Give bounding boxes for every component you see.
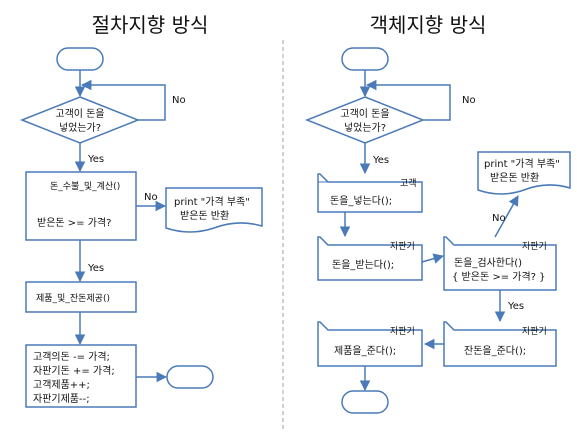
update-line3: 고객제품++; [33,379,90,391]
process-give-product [25,281,137,313]
procedural-flowchart: No 고객이 돈을 넣었는가? Yes 돈_수불_및_계산() 받은돈 >= 가… [19,47,263,408]
loop-arrow [365,79,451,121]
object-oriented-flowchart: No 고객이 돈을 넣었는가? Yes 고객 돈을_넣는다(); 자판기 돈을_… [304,47,571,414]
arrow [421,253,445,264]
process-count-compare [25,171,137,241]
decision-text-line2: 넣었는가? [344,122,386,134]
update-line2: 자판기돈 += 가격; [33,364,115,377]
machine-receive-card [317,236,423,281]
no-label-1: No [462,95,476,106]
process-count-text: 돈_수불_및_계산() [50,180,120,192]
machine-tag-change: 자판기 [522,326,547,337]
machine-check-line2: { 받은돈 >= 가격? } [452,270,546,283]
yes-label-2: Yes [87,263,104,274]
doc-text-line2: 받은돈 반환 [180,210,229,222]
loop-arrow [80,79,166,121]
start-terminator [56,47,104,71]
update-line1: 고객의돈 -= 가격; [33,350,110,363]
machine-product-card [317,321,423,367]
process-give-text: 제품_및_잔돈제공() [36,292,110,304]
machine-tag-check: 자판기 [522,241,547,252]
title-object-oriented: 객체지향 방식 [370,13,487,37]
doc-text-line2: 받은돈 반환 [490,172,539,184]
machine-change-card [443,321,557,367]
customer-object-card [317,173,423,213]
customer-tag: 고객 [400,178,417,189]
yes-label-2: Yes [507,301,524,312]
customer-action: 돈을_넣는다(); [330,195,392,207]
doc-text-line1: print "가격 부족" [174,195,250,208]
doc-text-line1: print "가격 부족" [484,157,560,170]
decision-money-inserted [304,96,426,144]
yes-label-1: Yes [87,154,104,165]
machine-tag-receive: 자판기 [390,241,415,252]
update-line4: 자판기제품--; [33,393,90,405]
decision-money-inserted [19,96,141,144]
process-compare-text: 받은돈 >= 가격? [37,216,111,229]
document-print-shortage [165,187,263,233]
process-update-state [25,344,137,408]
decision-text-line1: 고객이 돈을 [340,108,389,120]
no-label-2: No [492,213,506,224]
machine-check-line1: 돈을_검사한다() [454,257,522,269]
end-terminator [341,390,389,414]
document-print-shortage [477,151,571,195]
decision-text-line1: 고객이 돈을 [55,108,104,120]
machine-product-action: 제품을_준다(); [334,345,396,357]
end-terminator [166,365,214,389]
machine-change-action: 잔돈을_준다(); [464,345,526,357]
no-label-1: No [172,95,186,106]
title-procedural: 절차지향 방식 [92,13,209,37]
decision-text-line2: 넣었는가? [59,122,101,134]
no-label-2: No [144,192,158,203]
machine-receive-action: 돈을_받는다(); [332,259,394,271]
machine-check-card [443,236,557,291]
arrow [494,195,519,238]
start-terminator [341,47,389,71]
machine-tag-product: 자판기 [390,326,415,337]
yes-label-1: Yes [372,155,389,166]
